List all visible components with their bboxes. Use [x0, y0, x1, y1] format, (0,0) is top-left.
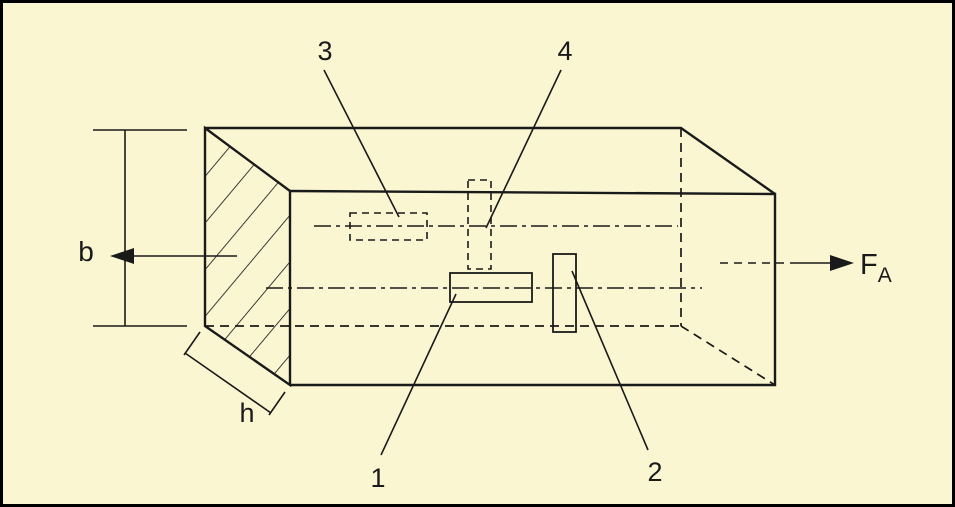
strain-gauge-2 [552, 253, 577, 333]
dimension-h: h [183, 331, 286, 428]
label-dim-b: b [78, 236, 94, 267]
label-force-main: F [860, 249, 878, 281]
leader-line-2 [571, 270, 649, 451]
number-labels: 3 4 1 2 [317, 36, 662, 493]
dim-h-extension-1 [183, 331, 201, 356]
dim-h-extension-2 [268, 391, 286, 416]
label-gauge-4: 4 [557, 36, 572, 66]
label-force: FA [860, 249, 892, 287]
strain-gauge-1 [449, 272, 533, 303]
label-force-subscript: A [878, 264, 892, 287]
label-dim-h: h [239, 398, 254, 428]
right-arrowhead-icon [830, 255, 854, 271]
leader-line-4 [485, 69, 562, 229]
dimension-b: b [78, 129, 237, 327]
strain-gauges [349, 179, 577, 333]
leader-lines [323, 69, 649, 456]
strain-gauge-3 [349, 212, 428, 241]
top-face-edges [205, 126, 776, 195]
leader-line-1 [380, 293, 457, 456]
center-lines [266, 225, 702, 289]
block-outline [203, 125, 777, 388]
strain-gauge-4 [467, 179, 492, 270]
hidden-edge-bottom-right-oblique [680, 325, 776, 386]
front-face-edges [289, 189, 777, 387]
dim-h-line [184, 352, 272, 414]
left-arrowhead-icon [110, 248, 134, 264]
leader-line-3 [323, 69, 400, 218]
force-arrow: FA [720, 249, 892, 287]
label-gauge-2: 2 [647, 457, 662, 487]
label-gauge-3: 3 [317, 36, 332, 66]
label-gauge-1: 1 [370, 463, 385, 493]
